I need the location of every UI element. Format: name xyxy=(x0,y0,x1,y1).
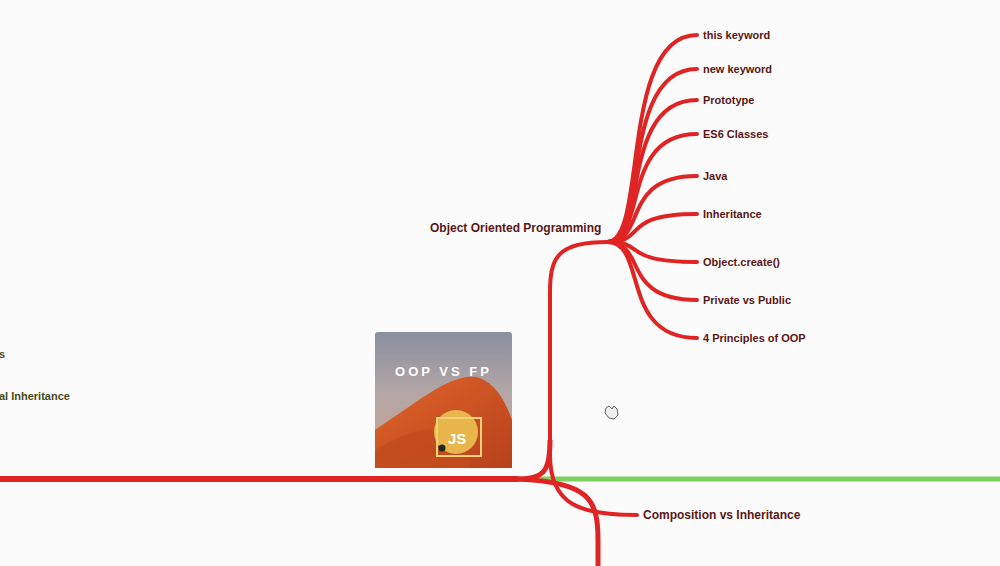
js-logo-text: JS xyxy=(448,430,466,447)
branch-connector xyxy=(607,69,697,242)
branch-connector xyxy=(607,35,697,242)
branch-connector xyxy=(607,176,697,242)
branch-connector xyxy=(607,134,697,242)
cut-label: s xyxy=(0,348,5,360)
leaf-topic: ES6 Classes xyxy=(701,127,770,141)
topic-text: Private vs Public xyxy=(703,294,791,306)
branch-topic: Composition vs Inheritance xyxy=(641,508,802,522)
leaf-topic: Prototype xyxy=(701,93,756,107)
topic-text: this keyword xyxy=(703,29,770,41)
branch-connector xyxy=(550,242,637,515)
leaf-topic: 4 Principles of OOP xyxy=(701,331,808,345)
topic-text: 4 Principles of OOP xyxy=(703,332,806,344)
branch-connector xyxy=(607,242,697,338)
green-branch xyxy=(518,477,1000,482)
thumbnail xyxy=(375,332,512,468)
topic-text: new keyword xyxy=(703,63,772,75)
cursor-hand xyxy=(605,406,618,419)
leaf-topic: new keyword xyxy=(701,62,774,76)
topic-text: Prototype xyxy=(703,94,754,106)
leaf-topic: Object.create() xyxy=(701,255,782,269)
branch-topic: Object Oriented Programming xyxy=(428,221,603,235)
leaf-topic: Java xyxy=(701,169,729,183)
leaf-topic: this keyword xyxy=(701,28,772,42)
topic-text: Object.create() xyxy=(703,256,780,268)
trunk-line xyxy=(0,476,518,482)
topic-text: Object Oriented Programming xyxy=(430,221,601,235)
leaf-topic: Private vs Public xyxy=(701,293,793,307)
branch-connector xyxy=(607,242,697,300)
topic-text: Composition vs Inheritance xyxy=(643,508,800,522)
stem-line xyxy=(518,440,550,479)
branch-connector xyxy=(607,214,697,242)
topic-text: ES6 Classes xyxy=(703,128,768,140)
cut-label: al Inheritance xyxy=(0,390,70,402)
thumbnail-title: OOP VS FP xyxy=(375,364,512,379)
topic-text: Java xyxy=(703,170,727,182)
branch-connector xyxy=(607,100,697,242)
leaf-topic: Inheritance xyxy=(701,207,764,221)
topic-text: Inheritance xyxy=(703,208,762,220)
